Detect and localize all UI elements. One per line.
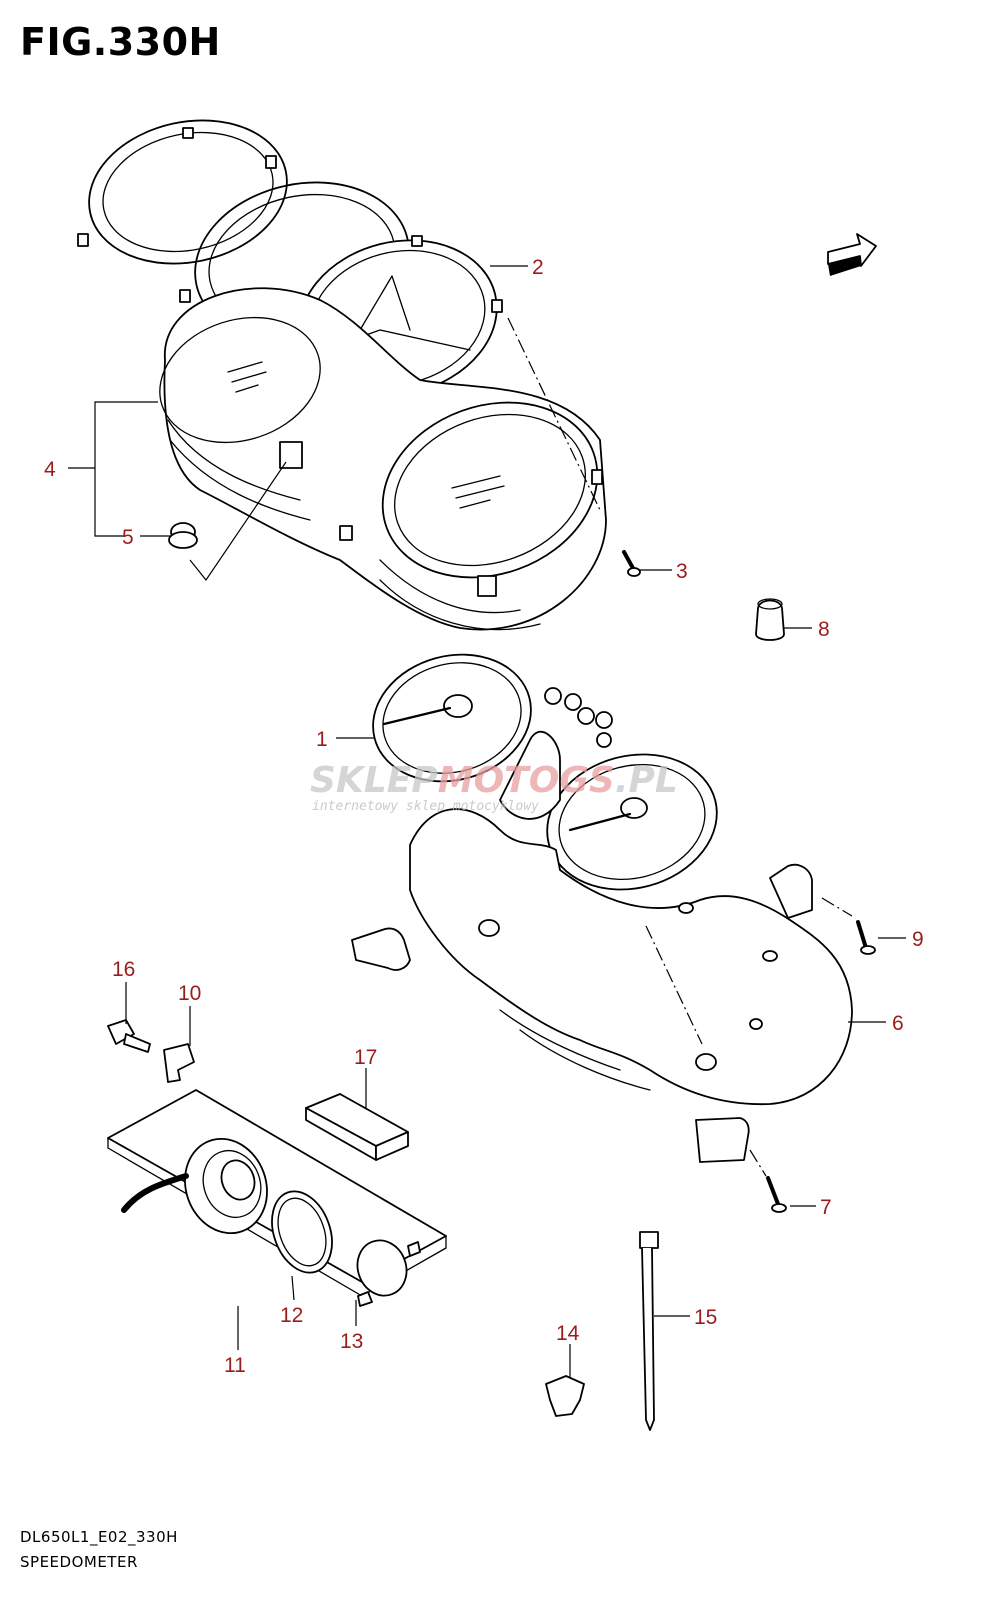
- screw-3: [622, 550, 641, 577]
- callout-9: 9: [912, 928, 924, 951]
- callout-7: 7: [820, 1196, 832, 1219]
- clip-14: [545, 1375, 585, 1417]
- meter-gauge-assembly: [372, 653, 718, 891]
- bulb-socket-set: [107, 1089, 447, 1307]
- screw-9: [856, 920, 876, 955]
- callout-6: 6: [892, 1012, 904, 1035]
- callout-15: 15: [694, 1306, 717, 1329]
- callout-labels: 2 3 4 5 8 1 9 6 7 16 10 17 12 13 11 14 1…: [44, 256, 924, 1377]
- callout-1: 1: [316, 728, 328, 751]
- callout-5: 5: [122, 526, 134, 549]
- cap: [755, 598, 785, 641]
- front-direction-arrow-icon: [827, 233, 877, 276]
- callout-4: 4: [44, 458, 56, 481]
- figure-title: FIG.330H: [20, 20, 221, 64]
- svg-text:SKLEPMOTOGS.PL: SKLEPMOTOGS.PL: [310, 760, 678, 801]
- grommet: [168, 522, 198, 549]
- leader-lines: [68, 265, 906, 1378]
- model-code: DL650L1_E02_330H: [20, 1528, 178, 1546]
- meter-lower-case: [351, 808, 853, 1163]
- callout-14: 14: [556, 1322, 580, 1345]
- bolt: [107, 1019, 151, 1053]
- callout-13: 13: [340, 1330, 363, 1353]
- callout-8: 8: [818, 618, 830, 641]
- cushion-pad: [305, 1093, 409, 1161]
- svg-text:internetowy sklep motocyklowy: internetowy sklep motocyklowy: [312, 799, 539, 814]
- watermark: SKLEPMOTOGS.PL internetowy sklep motocyk…: [310, 760, 678, 814]
- meter-lens-housing: [159, 287, 607, 631]
- callout-11: 11: [224, 1354, 246, 1377]
- callout-17: 17: [354, 1046, 377, 1069]
- figure-name: SPEEDOMETER: [20, 1553, 138, 1571]
- callout-10: 10: [178, 982, 201, 1005]
- assembly-lines: [189, 317, 853, 1177]
- callout-12: 12: [280, 1304, 303, 1327]
- screw-7: [766, 1176, 787, 1213]
- callout-2: 2: [532, 256, 544, 279]
- callout-3: 3: [676, 560, 688, 583]
- clamp-10: [163, 1043, 195, 1083]
- cable-tie: [639, 1231, 659, 1431]
- callout-16: 16: [112, 958, 135, 981]
